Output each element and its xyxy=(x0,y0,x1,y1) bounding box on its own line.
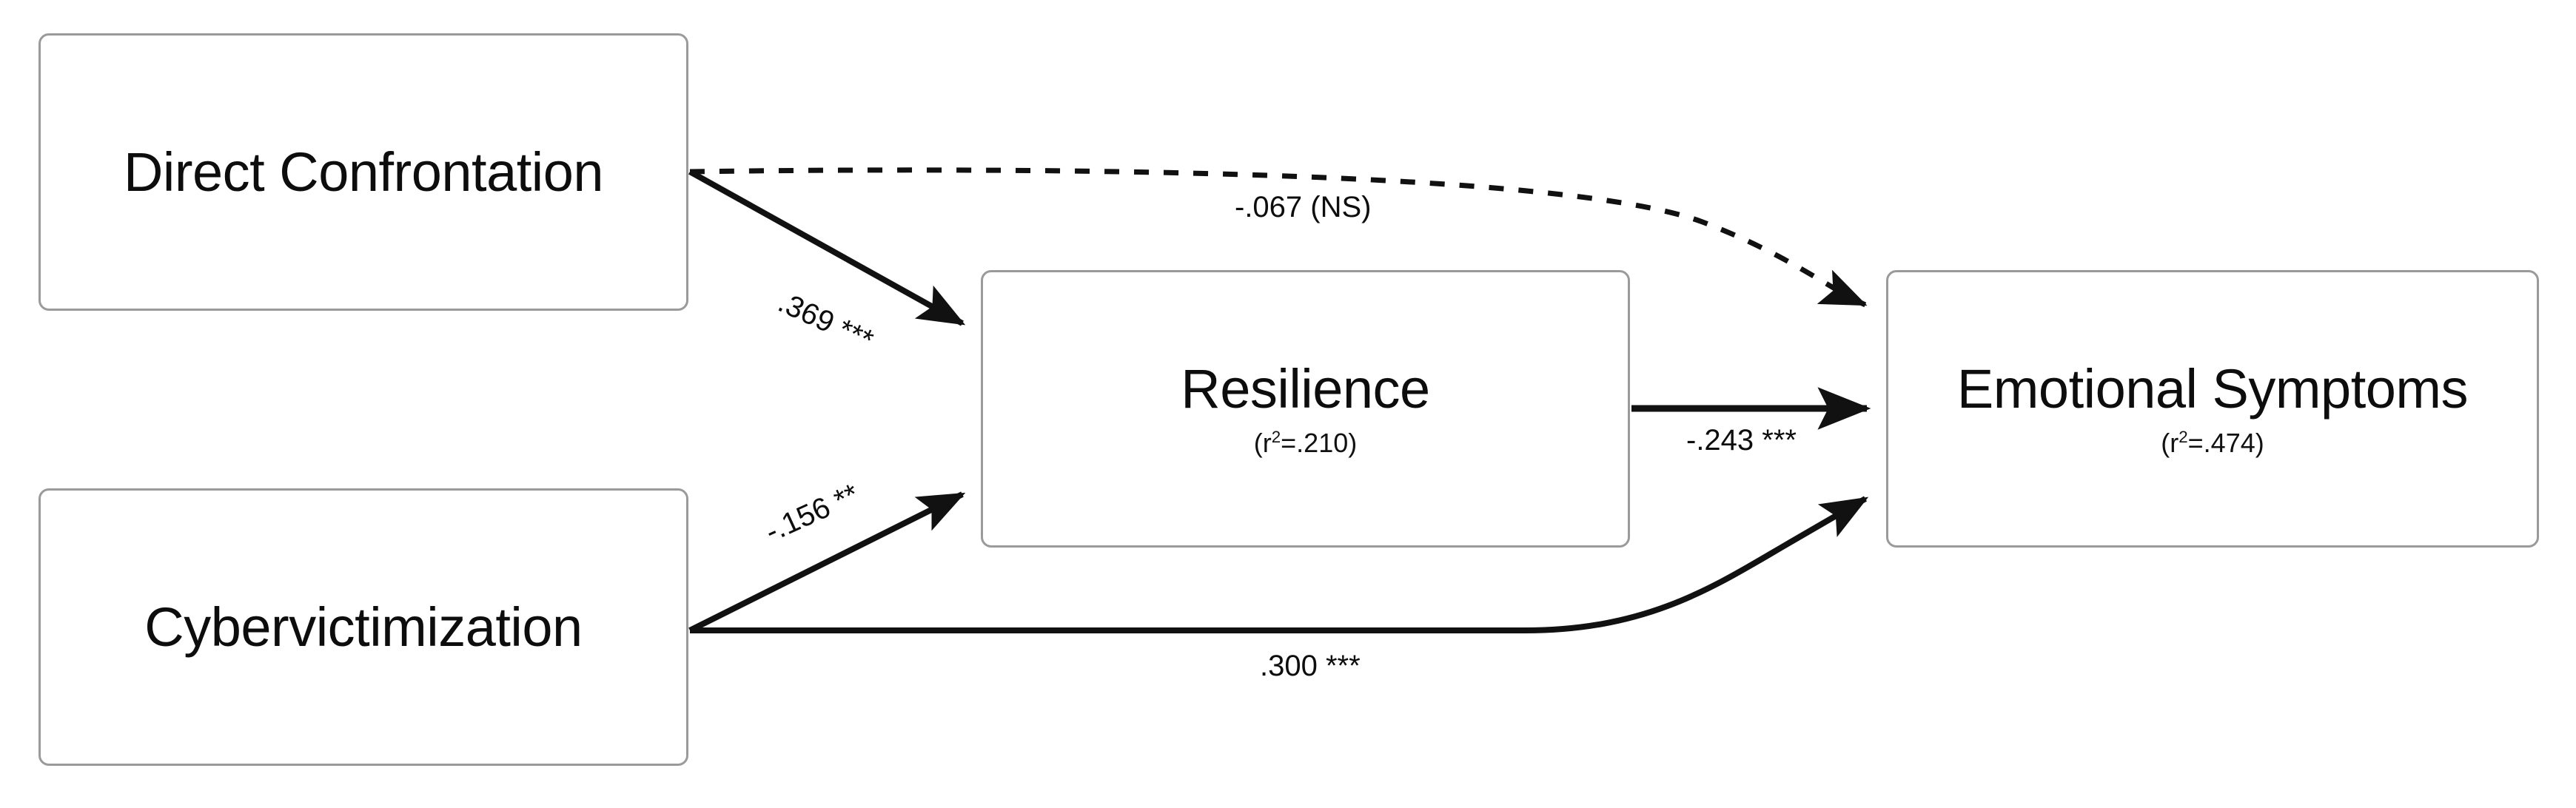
node-resilience-label: Resilience xyxy=(1181,357,1430,420)
r-squared-prefix: (r xyxy=(2161,427,2179,458)
r-squared-value: =.210) xyxy=(1281,427,1358,458)
path-label-cv-to-es: .300 *** xyxy=(1260,650,1361,682)
node-cybervictimization[interactable]: Cybervictimization xyxy=(38,488,688,766)
r-squared-prefix: (r xyxy=(1253,427,1272,458)
node-cybervictimization-label: Cybervictimization xyxy=(144,596,583,658)
path-label-resilience-to-es: -.243 *** xyxy=(1686,424,1797,457)
node-resilience-r-squared: (r2=.210) xyxy=(1254,428,1357,458)
node-resilience[interactable]: Resilience (r2=.210) xyxy=(981,270,1630,548)
node-emotional-symptoms-label: Emotional Symptoms xyxy=(1956,357,2469,420)
r-squared-exponent: 2 xyxy=(2178,427,2188,446)
r-squared-exponent: 2 xyxy=(1271,427,1281,446)
node-emotional-symptoms[interactable]: Emotional Symptoms (r2=.474) xyxy=(1886,270,2539,548)
path-arrow-cv-to-resilience xyxy=(688,491,966,633)
node-direct-confrontation[interactable]: Direct Confrontation xyxy=(38,33,688,311)
path-label-dc-to-es: -.067 (NS) xyxy=(1235,191,1372,223)
node-direct-confrontation-label: Direct Confrontation xyxy=(123,141,604,203)
path-arrow-dc-to-resilience xyxy=(688,169,966,326)
r-squared-value: =.474) xyxy=(2187,427,2264,458)
path-arrow-cv-to-es xyxy=(690,496,1869,633)
node-emotional-symptoms-r-squared: (r2=.474) xyxy=(2161,428,2264,458)
